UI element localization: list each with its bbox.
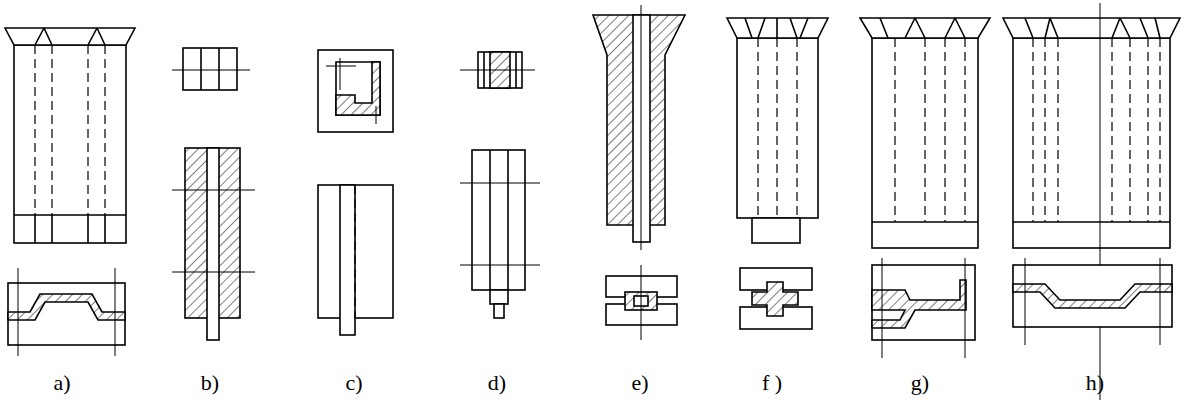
punch-e-part <box>641 265 642 340</box>
figure-label: b) <box>201 372 219 394</box>
punch-a-part <box>14 45 126 243</box>
punch-h-part <box>1013 284 1172 308</box>
punch-b <box>172 48 255 340</box>
punch-h-part <box>1003 18 1180 38</box>
punch-c-part <box>326 58 376 124</box>
figure-label: g) <box>911 372 929 394</box>
punch-e <box>593 5 685 340</box>
punch-a-part <box>5 28 135 45</box>
punch-d-part <box>472 150 525 290</box>
figure-label: e) <box>631 372 648 394</box>
punch-h-part <box>1013 221 1170 223</box>
punch-h-part <box>1033 38 1160 222</box>
die-a <box>8 268 125 356</box>
figure-label: d) <box>488 372 506 394</box>
punch-g-part <box>895 38 965 222</box>
punch-h-part <box>1013 265 1172 327</box>
punch-b-part <box>172 190 255 272</box>
punch-f-part <box>752 282 798 316</box>
punch-d-part <box>460 183 540 265</box>
punch-b-part <box>201 48 219 90</box>
punch-f-part <box>758 38 797 218</box>
punch-f-part <box>737 38 818 218</box>
punch-h-part <box>1100 3 1101 400</box>
punch-h-part <box>1025 258 1160 345</box>
punch-b-part <box>183 48 237 90</box>
punch-c-part <box>354 185 355 318</box>
punch-a-part <box>35 28 105 45</box>
punch-c-part <box>340 185 355 335</box>
figure-label: f ) <box>762 372 782 394</box>
figure-label: a) <box>53 372 70 394</box>
punch-a <box>5 28 135 243</box>
punch-g-part <box>872 265 975 340</box>
punch-c <box>318 50 393 335</box>
punch-e-part <box>641 5 642 250</box>
punch-g-part <box>872 280 966 328</box>
punch-g-part <box>872 38 978 248</box>
punch-f-part <box>727 18 828 38</box>
die-a-part <box>18 268 115 356</box>
punch-h-part <box>1013 38 1170 248</box>
punch-g <box>860 18 990 358</box>
punch-a-part <box>14 215 126 243</box>
punch-d-part <box>490 150 508 290</box>
die-a-part <box>8 283 125 345</box>
die-a-part <box>8 294 125 320</box>
punch-d-part <box>494 304 504 318</box>
punch-f <box>727 18 828 329</box>
punch-a-part <box>35 45 105 215</box>
punch-d <box>460 52 540 318</box>
punch-b-part <box>207 148 219 340</box>
punch-c-part <box>318 50 393 132</box>
punch-h-part <box>1025 18 1160 38</box>
punch-g-part <box>860 18 990 38</box>
punch-b-part <box>172 70 250 71</box>
figure-label: c) <box>345 372 362 394</box>
punch-c-part <box>336 62 380 115</box>
punch-g-part <box>882 258 965 358</box>
punch-d-part <box>460 70 535 71</box>
figure-label: h) <box>1086 372 1104 394</box>
punch-c-part <box>336 62 380 115</box>
punch-g-part <box>880 18 965 38</box>
punch-h <box>1003 3 1180 400</box>
punch-f-part <box>752 218 800 243</box>
punch-d-part <box>490 290 508 304</box>
punch-f-part <box>745 18 808 38</box>
punch-g-part <box>872 221 978 223</box>
